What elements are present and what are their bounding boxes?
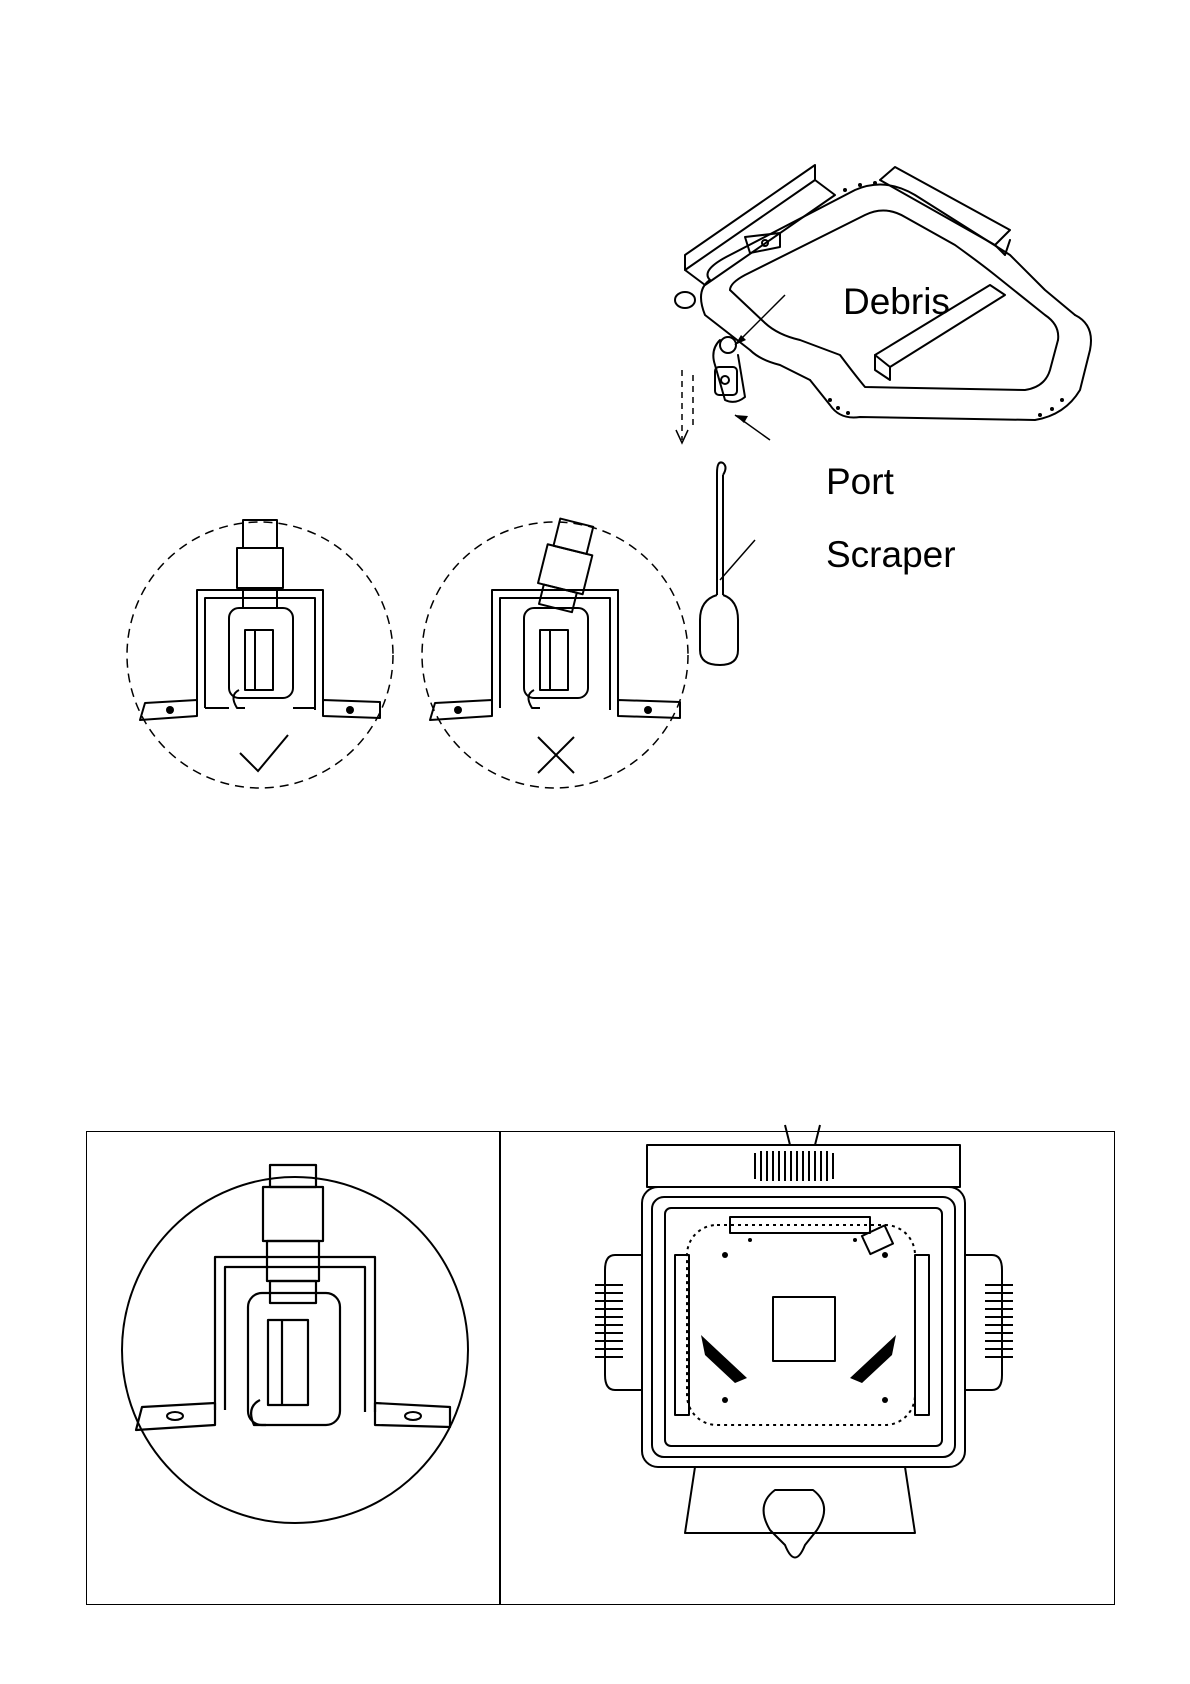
cross-mark-icon <box>536 735 576 775</box>
panel-divider <box>499 1131 501 1605</box>
burner-top-view <box>595 1145 1015 1595</box>
scraper-label: Scraper <box>826 536 956 573</box>
port-label: Port <box>826 463 894 500</box>
check-mark-icon <box>238 733 290 773</box>
burner-ring-illustration <box>690 175 1130 675</box>
debris-label: Debris <box>843 283 950 320</box>
valve-closeup <box>120 1175 470 1525</box>
